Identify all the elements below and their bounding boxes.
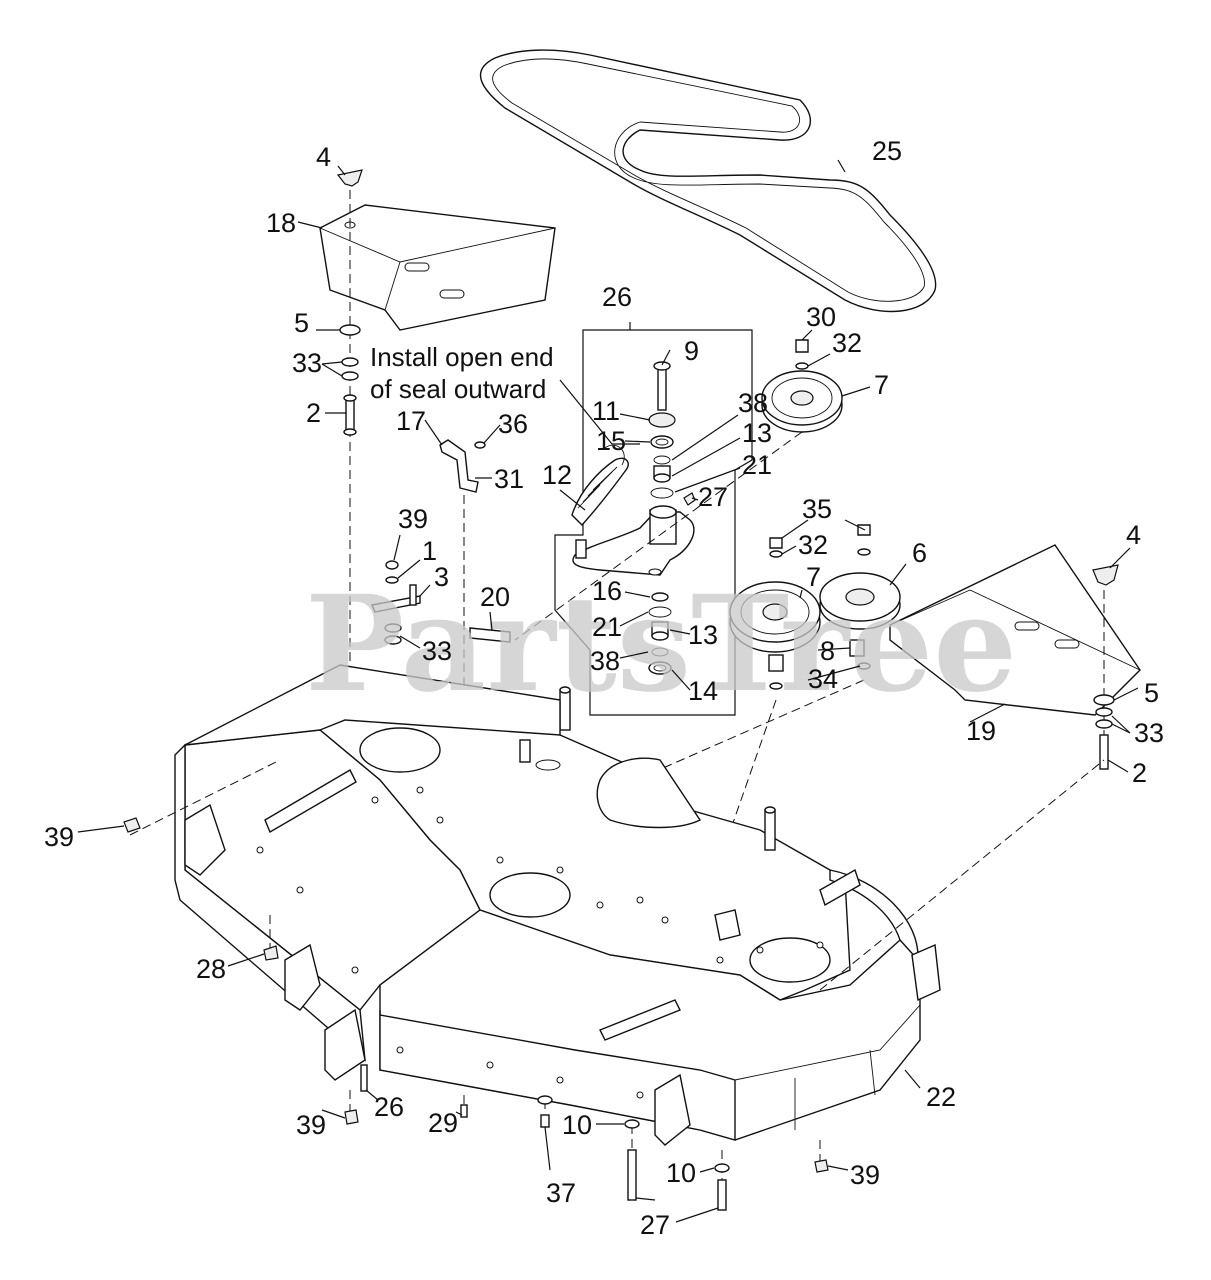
right-belt-cover [889,544,1141,716]
callout-1: 1 [422,536,437,566]
callout-7-upper: 7 [874,370,889,400]
callout-5-left: 5 [294,308,309,338]
callout-3: 3 [434,562,449,592]
callout-10-upper: 10 [562,1110,592,1140]
pin-20 [469,627,511,643]
callout-10-lower: 10 [666,1158,696,1188]
callout-26: 26 [374,1092,404,1122]
callout-27: 27 [640,1210,670,1240]
callout-9: 9 [684,336,699,366]
callout-22: 22 [926,1082,956,1112]
mower-deck [129,664,1105,1200]
idler-arm [572,505,695,576]
callout-17: 17 [396,406,426,436]
callout-39-left: 39 [44,822,74,852]
callout-21-upper: 21 [742,450,772,480]
callout-labels: 4 18 5 33 2 17 36 31 39 1 3 33 20 26 12 … [44,136,1164,1240]
callout-2-left: 2 [306,398,321,428]
loose-hardware [123,817,829,1211]
idler-lower-parts [648,592,672,675]
watermark: PartsTree [305,567,1017,722]
callout-39-bottom-left: 39 [296,1110,326,1140]
note-line-2: of seal outward [370,374,546,404]
callout-15: 15 [596,426,626,456]
callout-36: 36 [498,409,528,439]
knob-right [1092,564,1119,770]
callout-8: 8 [820,636,835,666]
callout-leaders [77,159,1139,1223]
callout-14: 14 [688,676,718,706]
callout-19: 19 [966,716,996,746]
callout-4-left: 4 [316,142,331,172]
callout-4-right: 4 [1126,520,1141,550]
note-line-1: Install open end [370,342,554,372]
drive-belt [479,49,937,313]
callout-39-upper: 39 [398,504,428,534]
callout-21-lower: 21 [592,612,622,642]
callout-2-right: 2 [1132,758,1147,788]
callout-30: 30 [806,302,836,332]
callout-35: 35 [802,494,832,524]
lever-3 [371,560,421,645]
left-belt-cover [319,204,556,331]
callout-38-upper: 38 [738,388,768,418]
callout-32-upper: 32 [832,328,862,358]
pulley-middle [719,537,821,861]
callout-33-left-top: 33 [292,348,322,378]
callout-34: 34 [808,664,838,694]
callout-38-lower: 38 [590,646,620,676]
callout-11: 11 [592,396,620,426]
idler-spring [571,444,629,527]
callout-39-bottom-right: 39 [850,1160,880,1190]
idler-pulley [589,524,901,801]
note-leader [559,379,640,445]
callout-16: 16 [592,576,622,606]
callout-6: 6 [912,538,927,568]
callout-37: 37 [546,1178,576,1208]
callout-33-left-bottom: 33 [422,636,452,666]
idler-arm-assembly-box [554,322,753,716]
callout-13-upper: 13 [742,418,772,448]
callout-31: 31 [494,464,524,494]
callout-18: 18 [266,208,296,238]
callout-32-lower: 32 [798,530,828,560]
callout-12: 12 [542,460,572,490]
idler-spindle-parts [648,361,696,506]
callout-25: 27 [698,482,728,512]
pulley-upper [514,339,843,641]
callout-20: 20 [480,582,510,612]
left-cover-hardware [339,324,361,436]
callout-23: 25 [872,136,902,166]
callout-24: 26 [602,282,632,312]
callout-28: 28 [196,954,226,984]
callout-13-lower: 13 [688,620,718,650]
callout-7-lower: 7 [806,562,821,592]
callout-5-right: 5 [1144,678,1159,708]
callout-29: 29 [428,1108,458,1138]
callout-33-right: 33 [1134,718,1164,748]
